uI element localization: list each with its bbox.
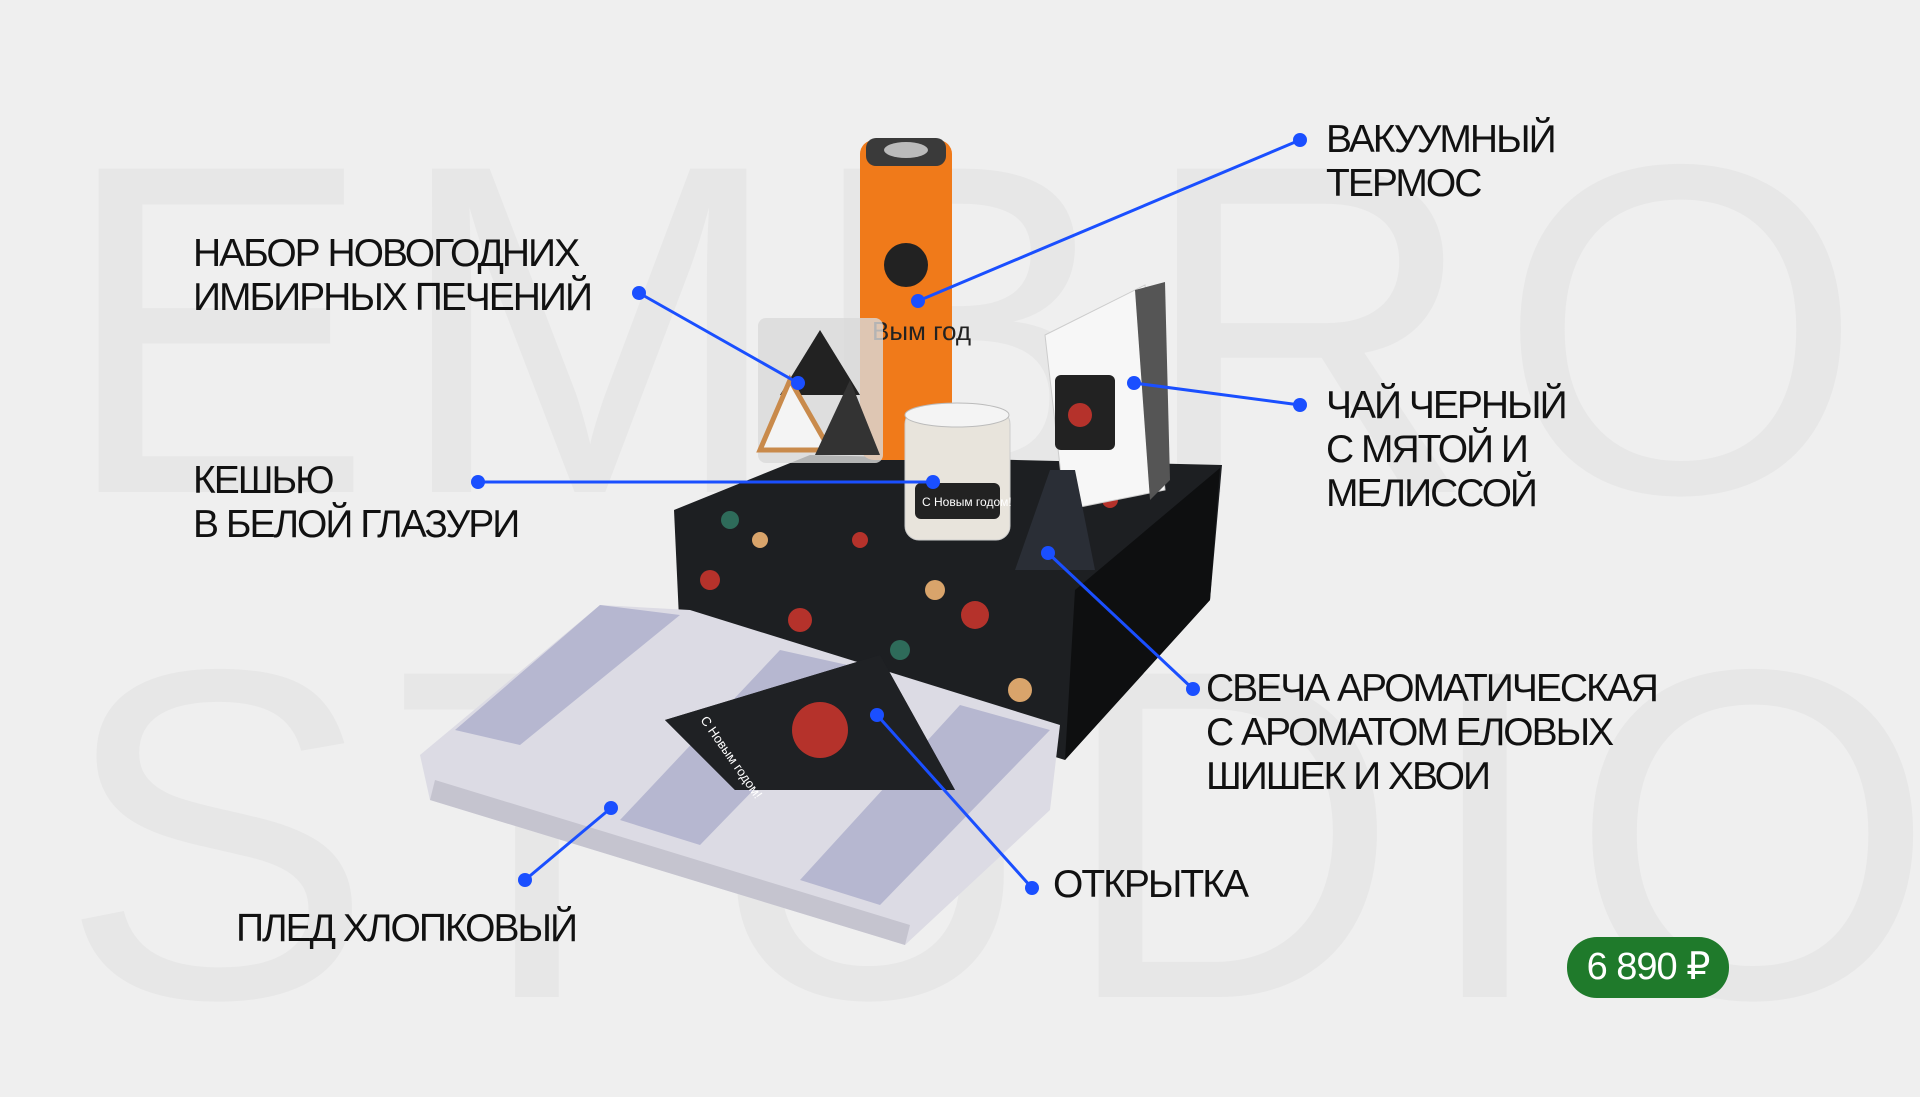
label-cashew: КЕШЬЮ В БЕЛОЙ ГЛАЗУРИ <box>193 459 520 547</box>
pointer-card <box>875 713 1034 890</box>
label-line: В БЕЛОЙ ГЛАЗУРИ <box>193 503 520 546</box>
label-tea: ЧАЙ ЧЕРНЫЙ С МЯТОЙ И МЕЛИССОЙ <box>1326 384 1568 516</box>
gingerbread-pack <box>756 318 883 463</box>
price-badge: 6 890 ₽ <box>1567 937 1729 998</box>
label-line: ЧАЙ ЧЕРНЫЙ <box>1326 384 1568 427</box>
jar-label: С Новым годом! <box>922 495 1012 509</box>
label-line: С МЯТОЙ И <box>1326 428 1529 471</box>
label-line: МЕЛИССОЙ <box>1326 472 1538 515</box>
label-thermos: ВАКУУМНЫЙ ТЕРМОС <box>1326 118 1557 206</box>
pointer-thermos <box>917 138 1301 303</box>
cashew-jar: С Новым годом! <box>904 402 1012 541</box>
label-line: С АРОМАТОМ ЕЛОВЫХ <box>1206 711 1614 754</box>
greeting-card: С Новым годом! <box>665 655 955 801</box>
pointer-blanket <box>524 806 612 882</box>
label-line: ОТКРЫТКА <box>1053 863 1249 906</box>
label-line: СВЕЧА АРОМАТИЧЕСКАЯ <box>1206 667 1659 710</box>
label-candle: СВЕЧА АРОМАТИЧЕСКАЯ С АРОМАТОМ ЕЛОВЫХ ШИ… <box>1206 667 1659 799</box>
tea-pack <box>1044 282 1170 511</box>
pointers <box>471 133 1307 895</box>
label-blanket: ПЛЕД ХЛОПКОВЫЙ <box>236 907 578 951</box>
label-line: ИМБИРНЫХ ПЕЧЕНИЙ <box>193 276 593 319</box>
label-line: КЕШЬЮ <box>193 459 334 502</box>
label-line: ВАКУУМНЫЙ <box>1326 118 1557 161</box>
label-line: ШИШЕК И ХВОИ <box>1206 755 1491 798</box>
label-line: ТЕРМОС <box>1326 162 1482 205</box>
pointer-tea <box>1133 381 1301 407</box>
pointer-candle <box>1046 551 1195 691</box>
label-line: ПЛЕД ХЛОПКОВЫЙ <box>236 907 578 950</box>
label-card: ОТКРЫТКА <box>1053 863 1249 907</box>
label-gingerbread: НАБОР НОВОГОДНИХ ИМБИРНЫХ ПЕЧЕНИЙ <box>193 232 593 320</box>
thermos-text: Вым год <box>872 316 971 346</box>
pointer-gingerbread <box>638 291 799 385</box>
candle <box>1015 470 1095 570</box>
label-line: НАБОР НОВОГОДНИХ <box>193 232 580 275</box>
